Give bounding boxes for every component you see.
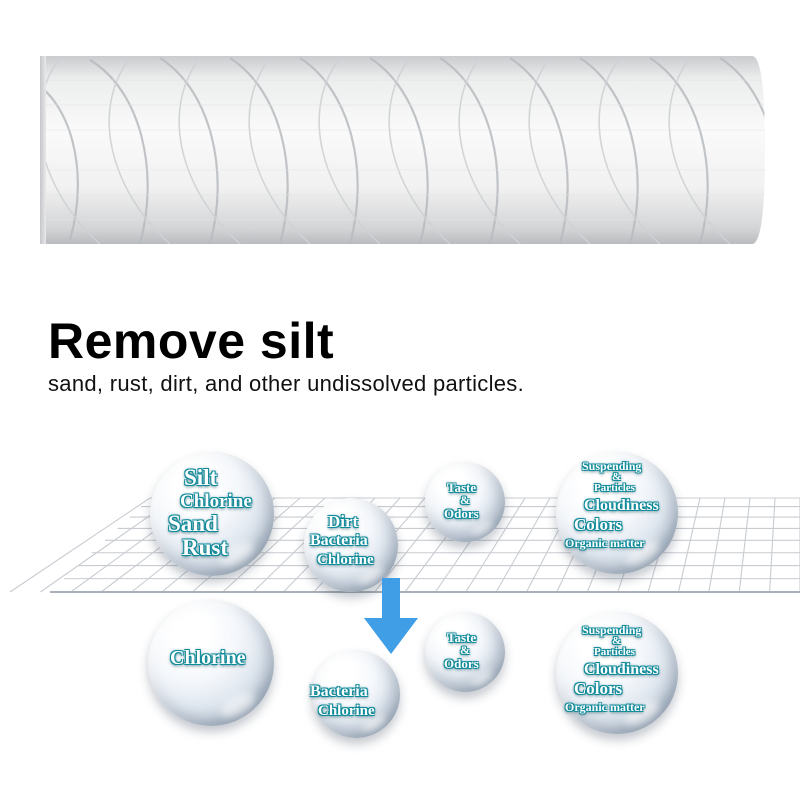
bubble-label: Particles	[594, 646, 635, 658]
bubble-label: &	[612, 471, 622, 483]
bubble-label: &	[460, 643, 470, 657]
bubble-silt-chlorine-sand-rust: Silt Chlorine Sand Rust	[150, 452, 274, 576]
bubble-label: Silt	[184, 465, 218, 490]
bubble-label: Odors	[444, 506, 479, 521]
bubble-label: Bacteria	[310, 532, 368, 549]
bubble-label: Suspending	[582, 459, 642, 473]
bubble-label: Dirt	[328, 512, 359, 531]
bubble-chlorine: Chlorine	[148, 600, 274, 726]
bubble-label: Cloudiness	[584, 497, 659, 514]
bubble-label: Chlorine	[170, 647, 246, 669]
subheadline: sand, rust, dirt, and other undissolved …	[48, 371, 525, 396]
bubble-label: &	[460, 493, 470, 507]
bubble-label: Bacteria	[310, 683, 368, 700]
bubble-bacteria-chlorine: Bacteria Chlorine	[310, 650, 400, 738]
bubble-suspending-particles: Suspending & Particles Cloudiness Colors…	[556, 452, 678, 574]
bubble-label: Particles	[594, 482, 635, 494]
bubble-label: Chlorine	[180, 491, 252, 512]
bubble-label: Organic matter	[565, 700, 645, 714]
bubble-label: Colors	[574, 515, 623, 534]
bubble-label: Cloudiness	[584, 661, 659, 678]
bubble-label: Taste	[447, 480, 477, 495]
bubble-label: Taste	[447, 630, 477, 645]
bubble-taste-odors: Taste & Odors	[425, 612, 505, 692]
bubble-taste-odors: Taste & Odors	[425, 462, 505, 542]
bubble-label: Colors	[574, 679, 623, 698]
bubble-label: Rust	[182, 535, 229, 560]
filter-cartridge-image	[40, 56, 765, 244]
bubble-suspending-particles: Suspending & Particles Cloudiness Colors…	[556, 612, 678, 734]
bubble-label: Sand	[168, 511, 218, 536]
bubble-label: &	[612, 635, 622, 647]
bubble-label: Suspending	[582, 623, 642, 637]
headline: Remove silt	[48, 313, 335, 369]
arrow-down-icon	[364, 578, 418, 654]
bubble-label: Organic matter	[565, 536, 645, 550]
bubble-dirt-bacteria-chlorine: Dirt Bacteria Chlorine	[304, 498, 398, 592]
bubble-label: Odors	[444, 656, 479, 671]
bubble-label: Chlorine	[318, 703, 375, 719]
bubble-label: Chlorine	[317, 552, 374, 568]
